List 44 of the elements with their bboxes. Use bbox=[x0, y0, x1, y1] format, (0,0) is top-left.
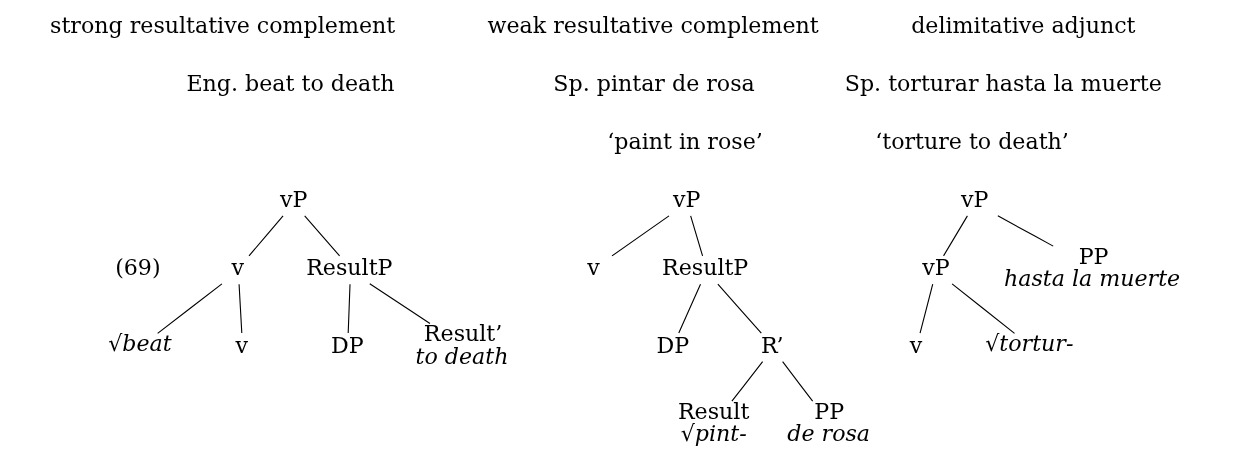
label: Sp. torturar hasta la muerte bbox=[844, 69, 1162, 96]
label: ‘paint in rose’ bbox=[606, 128, 763, 155]
label: strong resultative complement bbox=[49, 11, 395, 38]
node-text: vP bbox=[672, 186, 700, 213]
connector bbox=[238, 283, 242, 334]
connector bbox=[919, 283, 933, 334]
connector bbox=[951, 283, 1015, 334]
node-text: v bbox=[235, 331, 248, 358]
connector bbox=[942, 215, 968, 257]
node-text: Result √pint- bbox=[677, 398, 749, 447]
connector bbox=[368, 283, 430, 325]
node-text: PP hasta la muerte bbox=[1003, 242, 1180, 292]
node-text: v bbox=[586, 254, 600, 281]
label: Sp. pintar de rosa bbox=[552, 69, 755, 96]
connector bbox=[156, 283, 222, 334]
connector bbox=[781, 361, 813, 402]
label: ‘torture to death’ bbox=[874, 128, 1069, 155]
node-text: vP bbox=[960, 186, 988, 213]
label: Eng. beat to death bbox=[185, 69, 394, 96]
node-text: R’ bbox=[760, 331, 783, 358]
node-text: v bbox=[230, 254, 244, 281]
connector bbox=[996, 215, 1054, 247]
node-text: ResultP bbox=[305, 254, 392, 281]
node-text: ResultP bbox=[661, 254, 748, 281]
node-text: DP bbox=[655, 331, 689, 358]
node-text: PP de rosa bbox=[786, 398, 870, 447]
connector bbox=[303, 215, 340, 257]
node-text: √beat bbox=[107, 330, 172, 357]
connector bbox=[610, 215, 670, 257]
label: (69) bbox=[114, 254, 161, 281]
node-text: vP bbox=[279, 186, 307, 213]
connector bbox=[730, 361, 763, 402]
label: delimitative adjunct bbox=[910, 11, 1135, 38]
connector bbox=[689, 215, 703, 257]
label: weak resultative complement bbox=[487, 11, 819, 38]
node-text: vP bbox=[921, 254, 950, 281]
node-text: v bbox=[909, 331, 922, 358]
node-text: Result’ to death bbox=[415, 320, 508, 369]
connector bbox=[716, 283, 762, 334]
connector bbox=[347, 283, 351, 334]
node-text: √tortur- bbox=[984, 330, 1073, 357]
connector bbox=[677, 283, 701, 334]
node-text: DP bbox=[330, 331, 364, 358]
connector bbox=[247, 215, 284, 257]
